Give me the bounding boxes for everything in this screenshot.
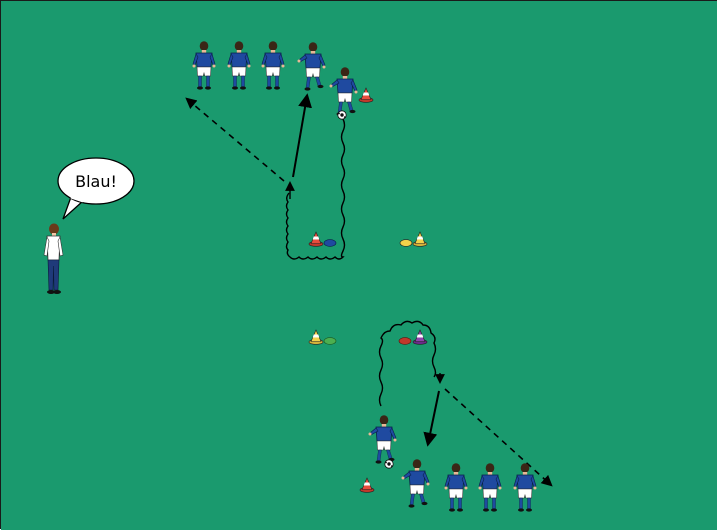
marker-red [399, 338, 411, 345]
speech-bubble-text: Blau! [75, 172, 117, 191]
marker-green [324, 338, 336, 345]
ball-top [338, 111, 346, 119]
marker-yellow [400, 240, 412, 247]
marker-blue-top [324, 240, 336, 247]
ball-bottom [385, 460, 393, 468]
